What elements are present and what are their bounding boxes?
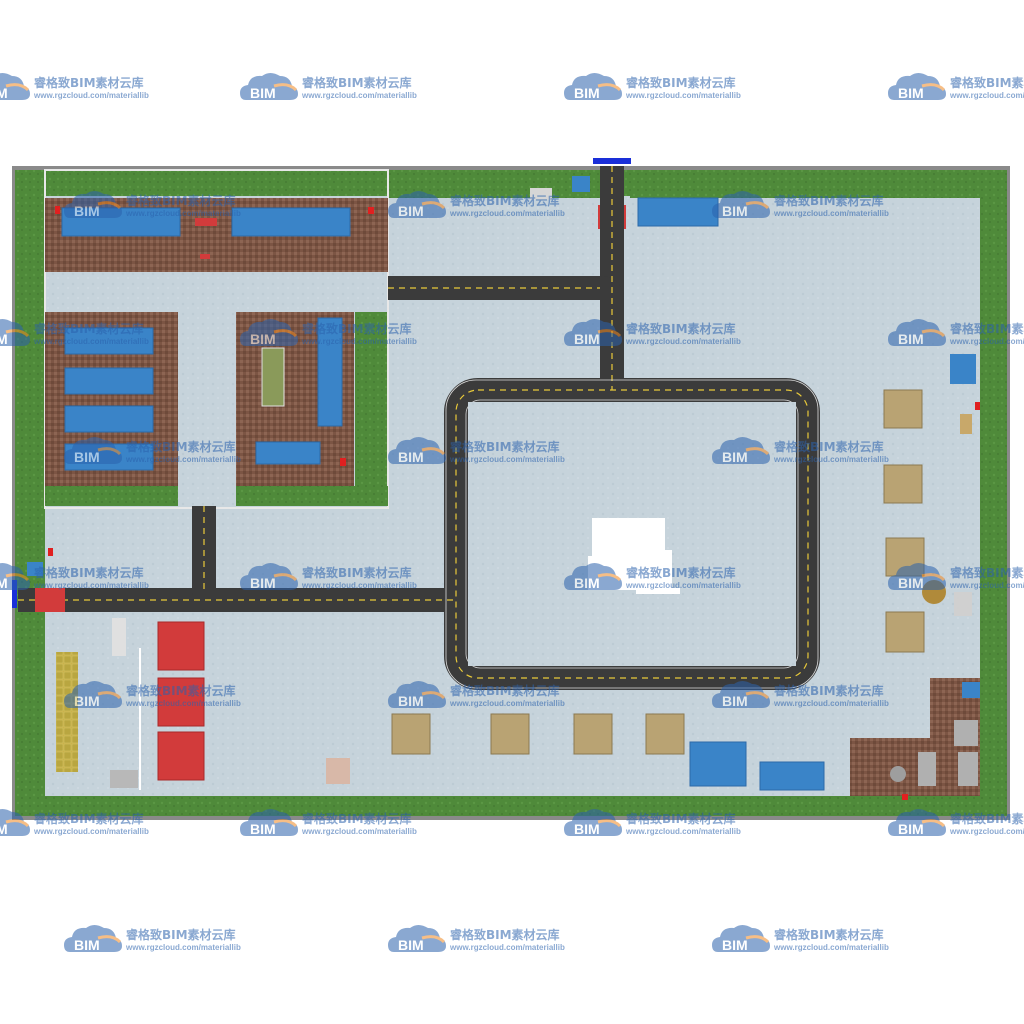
west-gatehouse	[27, 562, 43, 576]
office-building	[61, 207, 181, 237]
processing-shed	[157, 621, 205, 671]
rebar-rack	[112, 618, 126, 656]
fire-extinguisher-icon	[48, 206, 980, 800]
material-tent	[885, 537, 925, 577]
west-guard-house	[35, 588, 65, 612]
warehouse	[689, 741, 747, 787]
dormitory-building	[64, 443, 154, 471]
gatehouse	[572, 176, 590, 192]
sports-court	[261, 347, 285, 407]
canteen-building	[317, 317, 343, 427]
road-markings	[18, 166, 809, 679]
processing-shed	[157, 731, 205, 781]
material-tent	[391, 713, 431, 755]
equipment-shed	[954, 720, 978, 746]
material-tent	[490, 713, 530, 755]
grass-patch	[236, 486, 388, 506]
storage-box	[960, 414, 972, 434]
warehouse	[759, 761, 825, 791]
material-tent	[645, 713, 685, 755]
material-tent	[885, 611, 925, 653]
office-building	[231, 207, 351, 237]
site-office	[637, 197, 719, 227]
dormitory-building	[64, 405, 154, 433]
storage-room	[962, 682, 980, 698]
material-tent	[883, 389, 923, 429]
material-tent	[883, 464, 923, 504]
pump-house	[950, 354, 976, 384]
flag-stand	[200, 254, 210, 259]
material-tent	[573, 713, 613, 755]
dormitory-building	[64, 327, 154, 355]
solar-panel-array	[56, 652, 78, 772]
meeting-room	[195, 218, 217, 226]
processing-shed	[157, 677, 205, 727]
storage-box	[110, 770, 138, 788]
dormitory-building	[64, 367, 154, 395]
sample-room	[326, 758, 350, 784]
grass-patch	[630, 176, 980, 198]
tower-crane-icon	[922, 580, 946, 604]
water-tank	[890, 766, 906, 782]
equipment-shed	[958, 752, 978, 786]
storage-box	[954, 592, 972, 616]
grass-patch	[45, 486, 178, 506]
north-gate	[593, 158, 631, 164]
equipment-shed	[918, 752, 936, 786]
car-wash	[530, 188, 552, 200]
west-gate	[12, 580, 17, 608]
washroom-building	[255, 441, 321, 465]
grass-patch	[355, 312, 387, 486]
road-edge-lines	[445, 379, 819, 689]
